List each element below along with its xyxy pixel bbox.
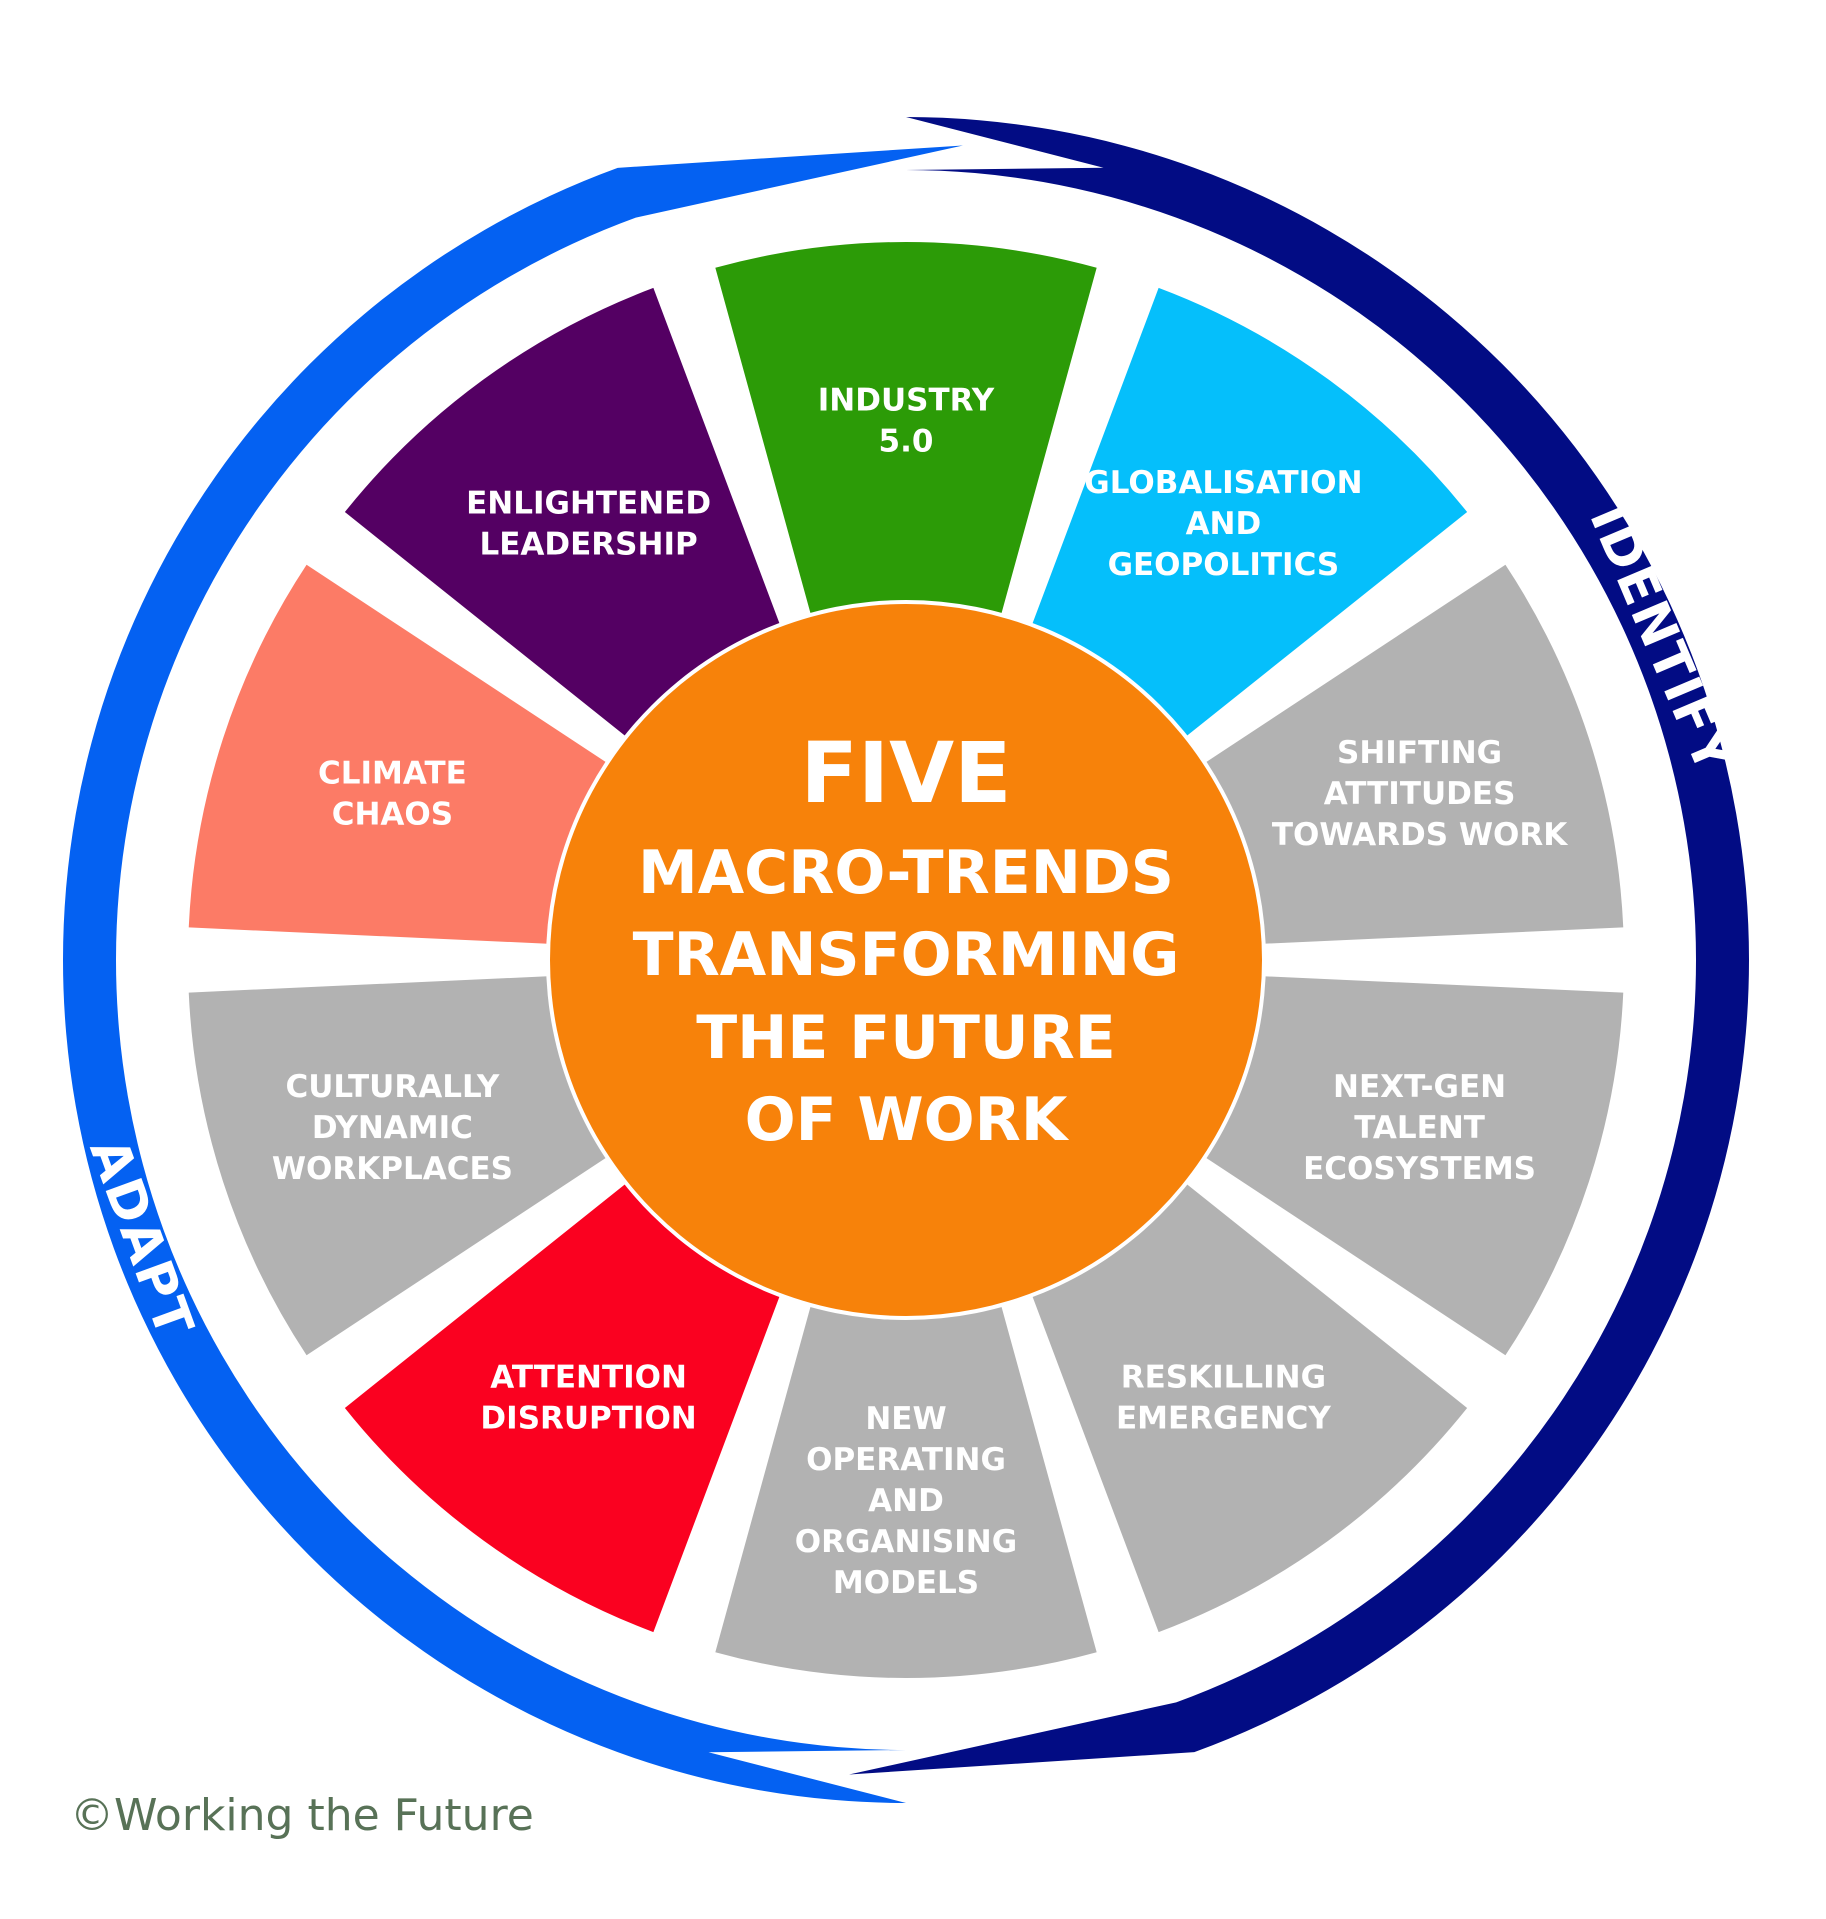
adapt-label: ADAPT bbox=[77, 1131, 204, 1346]
copyright-text: ©Working the Future bbox=[70, 1790, 534, 1841]
segment-label-line: CHAOS bbox=[332, 797, 453, 833]
segment-attention-disruption: ATTENTION DISRUPTION bbox=[344, 1167, 790, 1633]
segment-shape-industry-5 bbox=[715, 242, 1097, 640]
segment-label-line: CULTURALLY bbox=[285, 1069, 499, 1105]
segment-label-line: SHIFTING bbox=[1337, 735, 1502, 771]
segment-label-line: NEW bbox=[865, 1401, 946, 1437]
segment-label-line: RESKILLING bbox=[1121, 1359, 1326, 1395]
segment-label-line: ATTITUDES bbox=[1324, 776, 1516, 812]
segment-reskilling: RESKILLING EMERGENCY bbox=[1022, 1167, 1468, 1633]
segment-shape-new-operating-models bbox=[715, 1280, 1097, 1678]
center-title-line: FIVE bbox=[800, 724, 1011, 822]
segment-label-line: DISRUPTION bbox=[480, 1400, 696, 1436]
segment-industry-5: INDUSTRY 5.0 bbox=[715, 242, 1097, 640]
center-title-line: MACRO-TRENDS bbox=[638, 838, 1174, 908]
segment-label-reskilling: RESKILLING EMERGENCY bbox=[1116, 1359, 1331, 1436]
segment-culturally-dynamic: CULTURALLY DYNAMIC WORKPLACES bbox=[188, 975, 629, 1356]
center-title-line: OF WORK bbox=[745, 1085, 1070, 1155]
segment-label-line: LEADERSHIP bbox=[479, 527, 697, 563]
segment-shape-climate-chaos bbox=[188, 564, 629, 945]
center-circle bbox=[550, 604, 1262, 1316]
segment-label-attention-disruption: ATTENTION DISRUPTION bbox=[480, 1359, 696, 1436]
segment-enlightened-leadership: ENLIGHTENED LEADERSHIP bbox=[344, 287, 790, 753]
segment-label-line: INDUSTRY bbox=[818, 383, 995, 419]
segment-label-line: GEOPOLITICS bbox=[1108, 547, 1340, 583]
segment-label-line: AND bbox=[1186, 506, 1262, 542]
identify-label: IDENTIFY bbox=[1577, 496, 1744, 782]
segment-shape-globalisation bbox=[1022, 287, 1468, 753]
segment-label-enlightened-leadership: ENLIGHTENED LEADERSHIP bbox=[466, 486, 711, 563]
segment-label-shifting-attitudes: SHIFTING ATTITUDES TOWARDS WORK bbox=[1272, 735, 1568, 853]
segment-label-line: ECOSYSTEMS bbox=[1303, 1151, 1536, 1187]
segment-shape-next-gen-talent bbox=[1183, 975, 1624, 1356]
segment-label-line: DYNAMIC bbox=[312, 1110, 473, 1146]
segment-label-line: AND bbox=[868, 1483, 944, 1519]
segment-shape-enlightened-leadership bbox=[344, 287, 790, 753]
segment-climate-chaos: CLIMATE CHAOS bbox=[188, 564, 629, 945]
segment-label-industry-5: INDUSTRY 5.0 bbox=[818, 383, 995, 460]
segment-next-gen-talent: NEXT-GEN TALENT ECOSYSTEMS bbox=[1183, 975, 1624, 1356]
center-title-line: TRANSFORMING bbox=[633, 920, 1180, 990]
segment-label-line: ORGANISING bbox=[795, 1524, 1017, 1560]
segment-label-line: ATTENTION bbox=[490, 1359, 687, 1395]
center-title-line: THE FUTURE bbox=[696, 1003, 1116, 1073]
segment-label-line: CLIMATE bbox=[318, 756, 467, 792]
segment-label-climate-chaos: CLIMATE CHAOS bbox=[318, 756, 467, 833]
segment-label-line: NEXT-GEN bbox=[1333, 1069, 1506, 1105]
segment-label-line: EMERGENCY bbox=[1116, 1400, 1331, 1436]
segment-new-operating-models: NEW OPERATING AND ORGANISING MODELS bbox=[715, 1280, 1097, 1678]
center-title: FIVE MACRO-TRENDS TRANSFORMING THE FUTURE OF… bbox=[633, 724, 1180, 1155]
segment-label-globalisation: GLOBALISATION AND GEOPOLITICS bbox=[1084, 465, 1362, 583]
segment-shifting-attitudes: SHIFTING ATTITUDES TOWARDS WORK bbox=[1183, 564, 1624, 945]
segment-label-new-operating-models: NEW OPERATING AND ORGANISING MODELS bbox=[795, 1401, 1017, 1601]
segment-label-line: 5.0 bbox=[879, 424, 934, 460]
segment-label-line: WORKPLACES bbox=[272, 1151, 513, 1187]
segment-label-line: TALENT bbox=[1354, 1110, 1485, 1146]
segment-shape-shifting-attitudes bbox=[1183, 564, 1624, 945]
segment-label-line: ENLIGHTENED bbox=[466, 486, 711, 522]
segment-shape-culturally-dynamic bbox=[188, 975, 629, 1356]
segment-shape-attention-disruption bbox=[344, 1167, 790, 1633]
segment-label-culturally-dynamic: CULTURALLY DYNAMIC WORKPLACES bbox=[272, 1069, 513, 1187]
segment-globalisation: GLOBALISATION AND GEOPOLITICS bbox=[1022, 287, 1468, 753]
center-circle-group: FIVE MACRO-TRENDS TRANSFORMING THE FUTURE OF… bbox=[546, 600, 1266, 1320]
segment-label-line: OPERATING bbox=[806, 1442, 1006, 1478]
segment-label-next-gen-talent: NEXT-GEN TALENT ECOSYSTEMS bbox=[1303, 1069, 1536, 1187]
segment-label-line: GLOBALISATION bbox=[1084, 465, 1362, 501]
segment-label-line: MODELS bbox=[833, 1565, 979, 1601]
segment-label-line: TOWARDS WORK bbox=[1272, 817, 1568, 853]
segment-shape-reskilling bbox=[1022, 1167, 1468, 1633]
